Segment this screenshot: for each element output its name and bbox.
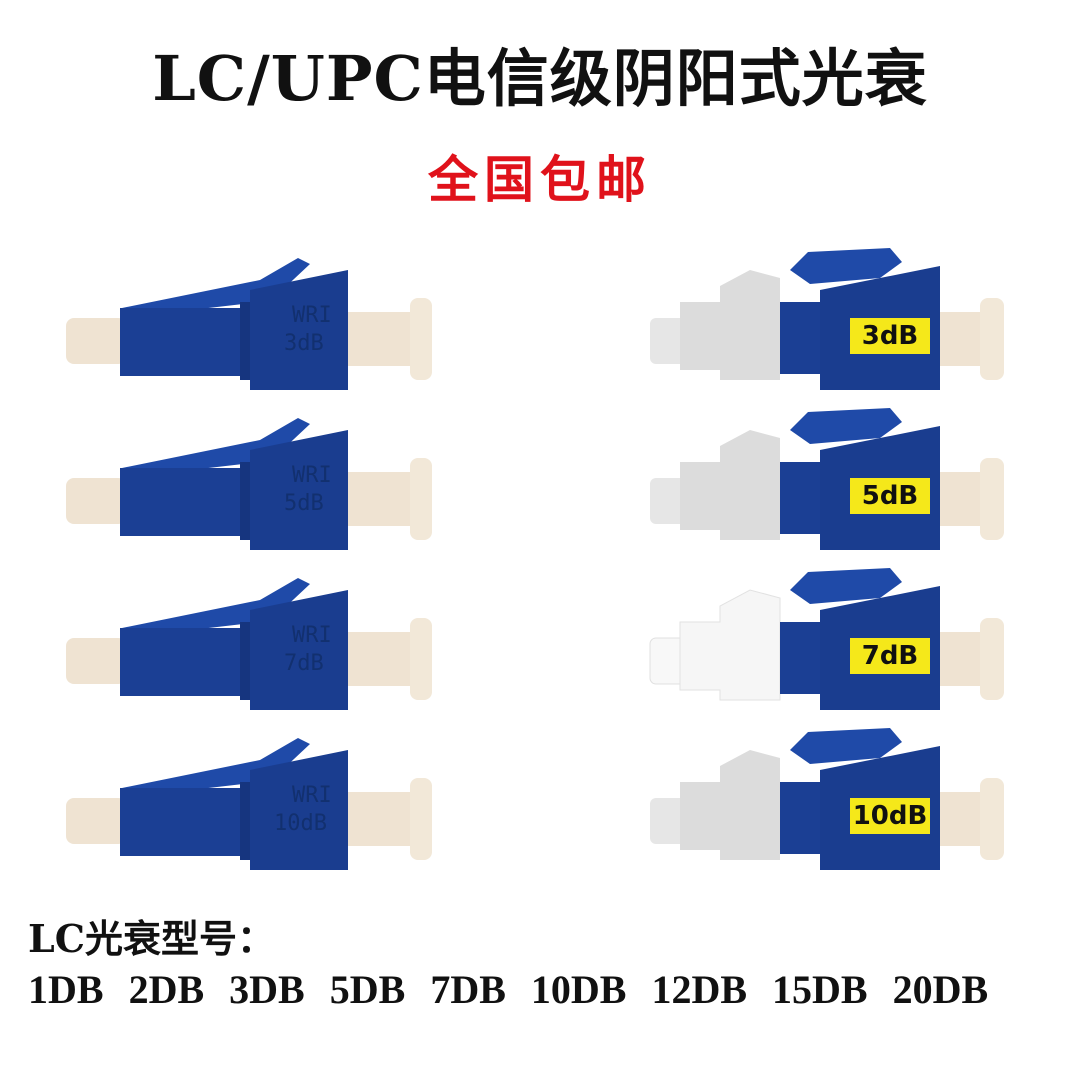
attenuator-left-image: WRI 7dB <box>66 578 432 710</box>
model-item: 10DB <box>530 967 627 1012</box>
attenuator-right-3db: 3dB <box>640 240 1040 400</box>
embossed-brand: WRI <box>292 783 332 808</box>
embossed-rating: 3dB <box>284 331 324 356</box>
page-title: LC/UPC电信级阴阳式光衰 <box>152 42 928 115</box>
attenuator-right-7db: 7dB <box>640 560 1040 720</box>
attenuator-left-image: WRI 3dB <box>66 258 432 390</box>
attenuator-right-image: 10dB <box>650 728 1004 870</box>
embossed-rating: 7dB <box>284 651 324 676</box>
rating-label: 5dB <box>862 481 919 511</box>
attenuator-left-3db: WRI 3dB <box>60 240 460 400</box>
embossed-rating: 10dB <box>274 811 327 836</box>
attenuator-right-5db: 5dB <box>640 400 1040 560</box>
model-item: 15DB <box>772 967 868 1012</box>
model-item: 7DB <box>430 967 506 1012</box>
models-heading: LC光衰型号： <box>28 916 275 961</box>
attenuator-left-10db: WRI 10dB <box>60 720 460 880</box>
embossed-brand: WRI <box>292 623 332 648</box>
rating-label: 7dB <box>862 641 919 671</box>
model-item: 5DB <box>329 967 406 1012</box>
attenuator-left-5db: WRI 5dB <box>60 400 460 560</box>
attenuator-left-image: WRI 5dB <box>66 418 432 550</box>
rating-label: 3dB <box>862 321 919 351</box>
attenuator-right-image: 5dB <box>650 408 1004 550</box>
model-item: 1DB <box>28 967 104 1012</box>
model-item: 12DB <box>651 967 748 1012</box>
attenuator-right-image: 7dB <box>649 568 1004 710</box>
model-item: 3DB <box>229 967 305 1012</box>
attenuator-left-7db: WRI 7dB <box>60 560 460 720</box>
model-item: 2DB <box>128 967 205 1012</box>
embossed-brand: WRI <box>292 463 332 488</box>
attenuator-left-image: WRI 10dB <box>66 738 432 870</box>
rating-label: 10dB <box>853 801 928 831</box>
attenuator-right-10db: 10dB <box>640 720 1040 880</box>
model-item: 20DB <box>892 967 989 1012</box>
embossed-rating: 5dB <box>284 491 324 516</box>
embossed-brand: WRI <box>292 303 332 328</box>
free-shipping-banner: 全国包邮 <box>428 151 652 209</box>
models-list: 1DB 2DB 3DB 5DB 7DB 10DB 12DB 15DB 20DB <box>28 966 1068 1013</box>
attenuator-right-image: 3dB <box>650 248 1004 390</box>
